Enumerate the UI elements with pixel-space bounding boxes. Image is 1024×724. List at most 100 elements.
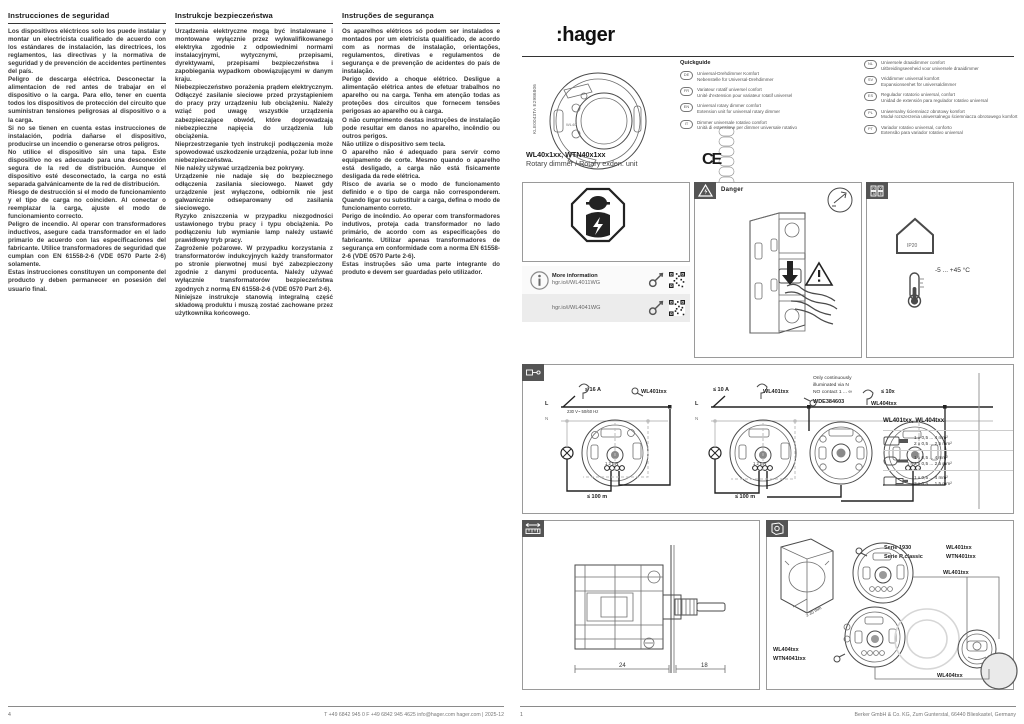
warning-triangle-icon — [697, 183, 713, 197]
ip-and-temperature-icons: IP20 — [896, 217, 934, 308]
paragraph: Los dispositivos eléctricos solo los pue… — [8, 28, 166, 76]
solid-wire-icon — [883, 456, 908, 465]
device-label-left: WL401txx — [641, 389, 667, 395]
electrician-only-box — [522, 182, 690, 262]
dimension-value-2: 18 — [701, 663, 708, 669]
model-wl401: WL401txx — [946, 545, 972, 551]
series-rclassic: Serie R.classic — [884, 554, 923, 560]
entry-line-2: Unità di estensione per dimmer universal… — [697, 125, 798, 131]
extension-qty: ≤ 10x — [881, 389, 895, 395]
model-description: Rotary dimmer / Rotary exden. unit — [526, 159, 638, 168]
entry-line-1: Uniwersalny ściemniacz obrotowy komfort — [881, 108, 965, 114]
terminal-l-left: L — [545, 401, 549, 407]
stranded-wire-icon — [883, 476, 908, 485]
terminal-text: 1 x 0,5 ... 4 mm² 2 x 0,5 ... 2,5 mm² — [914, 455, 952, 467]
cable-length-left: ≤ 100 m — [587, 494, 608, 500]
svg-text:WL40: WL40 — [566, 122, 577, 127]
terminal-line-a: 1 x 0,5 ... 4 mm² — [914, 434, 948, 440]
entry-line-1: Vriddimmer universal komfort — [881, 76, 940, 82]
quickguide-entry-text: Variateur rotatif universel confort Unit… — [697, 87, 792, 98]
quickguide-entry-text: Variador rotativo universal, conforto Ex… — [881, 125, 963, 136]
svg-text:1 2 L N: 1 2 L N — [605, 461, 618, 466]
footer-address: Berker GmbH & Co. KG, Zum Gunterstal, 66… — [854, 712, 1016, 718]
paragraph: Perigo devido a choque elétrico. Desligu… — [342, 76, 500, 116]
language-badge: PL — [864, 108, 877, 118]
info-text: hgr.io/i/WL4041WG — [552, 305, 648, 312]
language-columns: Instrucciones de seguridad Los dispositi… — [8, 10, 504, 318]
side-view-drawing — [574, 545, 726, 673]
quickguide-half: :hager KLE0043TA E2986806 WL40 — [512, 0, 1024, 724]
language-badge: FR — [680, 87, 693, 97]
paragraph: Perigo de incêndio. Ao operar com transf… — [342, 213, 500, 261]
quickguide-entry: NL Universele draaidimmer comfort Uitbre… — [864, 60, 1024, 71]
info-url-1[interactable]: hgr.io/i/WL4011WG — [552, 280, 601, 286]
callout-bottom: WL404txx — [937, 673, 963, 679]
terminal-capacity-list: WL401txx, WL404txx 1 x 0,5 ... 4 mm² 2 x… — [883, 417, 1013, 490]
article-code: KLE0043TA E2986806 — [532, 84, 537, 135]
info-url-2[interactable]: hgr.io/i/WL4041WG — [552, 304, 601, 311]
terminal-list-title: WL401txx, WL404txx — [883, 417, 945, 424]
entry-line-1: Variateur rotatif universel confort — [697, 87, 762, 93]
wiring-tab — [522, 364, 544, 381]
mounting-box: ≥ 35 mm Serie 1930 Serie R.classic WL401… — [766, 520, 1018, 690]
language-badge: DE — [680, 71, 693, 80]
environment-box: D V A E IP20 -5 ... +45 °C — [866, 182, 1014, 358]
paragraph: Riesgo de destrucción si el modo de func… — [8, 188, 166, 221]
entry-line-2: Moduł rozszerzenia uniwersalnego ściemni… — [881, 114, 1018, 120]
heading-rule — [175, 23, 333, 24]
terminal-line-b: 2 x 0,5 ... 2,5 mm² — [914, 460, 952, 466]
paragraph: Ryzyko zniszczenia w przypadku niezgodno… — [175, 213, 333, 245]
entry-line-1: Universal rotary dimmer comfort — [697, 103, 762, 109]
divider — [522, 56, 1014, 57]
fuse-rating-middle: ≤ 10 A — [713, 387, 729, 393]
language-badge: EN — [680, 103, 693, 113]
terminal-line-b: 2 x 0,5 ... 2,5 mm² — [914, 440, 952, 446]
svg-text:V: V — [879, 186, 882, 190]
qr-code-icon[interactable] — [669, 272, 685, 288]
paragraph: Não utilize o dispositivo sem tecla. — [342, 140, 446, 148]
paragraph: Urządzenie nie nadaje się do bezpieczneg… — [175, 172, 333, 213]
quickguide-entry: DE Universal-Drehdimmer Komfort Nebenste… — [680, 71, 860, 82]
note-line-3: NO contact 1 ... ∞ — [813, 390, 852, 395]
callout-top: WL401txx — [943, 570, 969, 576]
heading-es: Instrucciones de seguridad — [8, 11, 110, 20]
footer-divider-right — [520, 706, 1016, 707]
wiring-icon — [525, 369, 541, 376]
footer-divider-left — [8, 706, 504, 707]
entry-line-2: Extensão para variador rotativo universa… — [881, 130, 963, 136]
info-row-secondary[interactable]: hgr.io/i/WL4041WG — [522, 294, 690, 322]
entry-line-2: Expansionsenhet för universaldimmer — [881, 81, 957, 87]
entry-line-2: Extension unit for universal rotary dimm… — [697, 108, 781, 114]
language-badge: SV — [864, 76, 877, 86]
warning-tab — [694, 182, 716, 199]
cable-length-right: ≤ 100 m — [735, 494, 756, 500]
spec-table-icon: D V A E — [870, 185, 884, 196]
paragraph: Risco de avaria se o modo de funcionamen… — [342, 180, 500, 213]
terminal-text: 1 x 0,5 ... 4 mm² 2 x 0,5 ... 2,5 mm² — [914, 435, 952, 447]
quickguide-entry: PL Uniwersalny ściemniacz obrotowy komfo… — [864, 108, 1024, 120]
ferrule-icon — [883, 436, 908, 445]
product-model-block: WL40x1xx, WTN40x1xx Rotary dimmer / Rota… — [526, 150, 637, 168]
paragraph: Urządzenia elektryczne mogą być instalow… — [175, 28, 333, 84]
dimensions-box: 24 18 — [522, 520, 760, 690]
svg-text:D: D — [872, 186, 875, 190]
heading-pl: Instrukcje bezpieczeństwa — [175, 11, 273, 20]
entry-line-1: Regulador rotatorio universal, confort — [881, 92, 956, 98]
qr-code-icon[interactable] — [669, 300, 685, 316]
paragraph: Peligro de descarga eléctrica. Desconect… — [8, 76, 166, 124]
info-row-primary[interactable]: More information hgr.io/i/WL4011WG — [522, 266, 690, 294]
quickguide-list-right: NL Universele draaidimmer comfort Uitbre… — [864, 60, 1024, 141]
wall-box-icon — [771, 521, 783, 535]
note-device: WDE384603 — [813, 399, 845, 405]
terminal-row: 1 x 0,5 ... 4 mm² 2 x 0,5 ... 2,5 mm² — [883, 450, 1013, 470]
note-line-1: Only continuously — [813, 376, 852, 381]
paragraph: Nie należy używać urządzenia bez pokrywy… — [175, 164, 305, 172]
entry-line-1: Dimmer universale rotativo comfort — [697, 119, 767, 125]
fuse-rating-left: ≤ 16 A — [585, 387, 601, 393]
quickguide-entry-text: Universal-Drehdimmer Komfort Nebenstelle… — [697, 71, 774, 82]
qualified-electrician-icon — [570, 187, 626, 243]
exploded-assembly-drawing — [780, 538, 1018, 690]
wiring-diagram-box: ≤ 16 A L N 230 V~ 50/60 Hz WL401txx ≤ 10… — [522, 364, 1014, 514]
quickguide-entry-text: Dimmer universale rotativo comfort Unità… — [697, 120, 797, 131]
paragraph: Estas instruções são uma parte integrant… — [342, 261, 500, 277]
